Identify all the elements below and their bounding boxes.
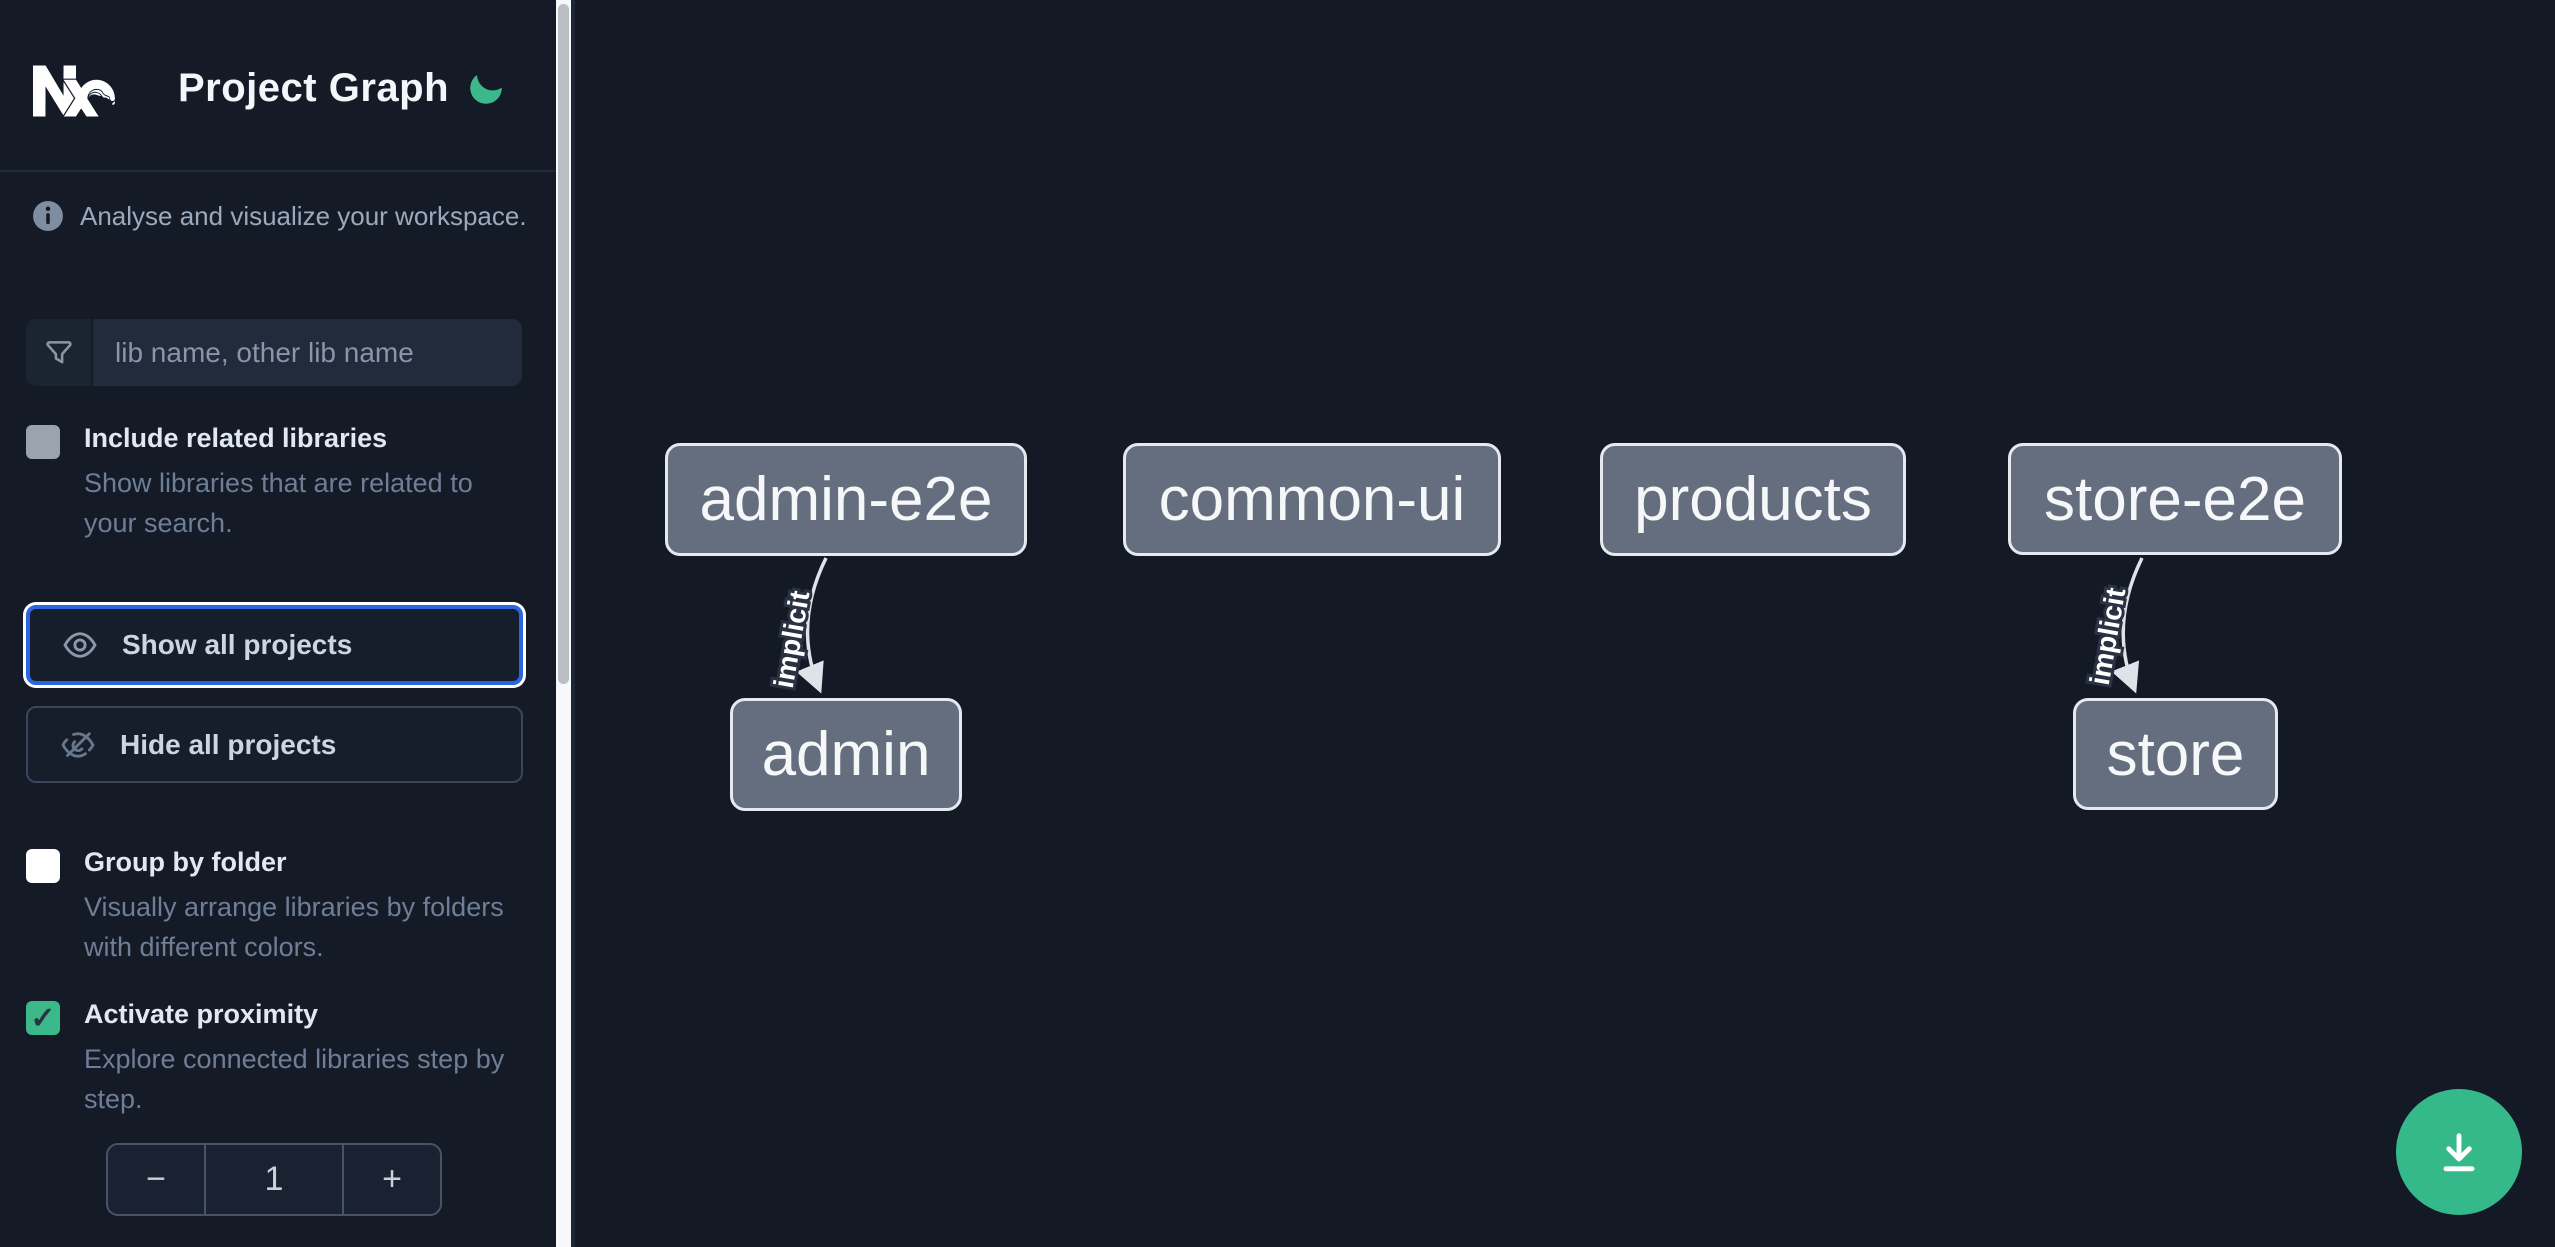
- info-icon: [33, 201, 63, 231]
- graph-node-admin-e2e[interactable]: admin-e2e: [665, 443, 1027, 556]
- download-icon: [2443, 1133, 2475, 1172]
- group-by-folder-checkbox[interactable]: [26, 849, 60, 883]
- graph-node-admin[interactable]: admin: [730, 698, 962, 811]
- toggle-label[interactable]: Activate proximity: [84, 999, 319, 1029]
- info-text: Analyse and visualize your workspace.: [80, 201, 527, 231]
- eye-icon: [63, 632, 97, 658]
- depth-value: 1: [264, 1160, 284, 1198]
- toggle-include-related-libraries: Include related libraries Show libraries…: [26, 421, 526, 543]
- page-title: Project Graph: [178, 66, 450, 110]
- toggle-label[interactable]: Include related libraries: [84, 423, 388, 453]
- eye-off-icon: [61, 731, 95, 758]
- toggle-label[interactable]: Group by folder: [84, 847, 287, 877]
- toggle-group-by-folder: Group by folder Visually arrange librari…: [26, 845, 526, 967]
- toggle-description: Explore connected libraries step by step…: [84, 1044, 505, 1114]
- workspace-info: Analyse and visualize your workspace.: [30, 198, 530, 234]
- search-bar: [26, 319, 522, 386]
- decrement-button[interactable]: −: [108, 1145, 206, 1214]
- proximity-depth-stepper: − 1 +: [106, 1143, 442, 1216]
- download-graph-button[interactable]: [2396, 1089, 2522, 1215]
- sidebar-scrollbar-track[interactable]: [556, 0, 571, 1247]
- hide-all-projects-button[interactable]: Hide all projects: [26, 706, 523, 783]
- project-graph-canvas[interactable]: [571, 0, 2555, 1247]
- include-related-checkbox[interactable]: [26, 425, 60, 459]
- graph-node-products[interactable]: products: [1600, 443, 1906, 556]
- increment-button[interactable]: +: [342, 1145, 440, 1214]
- toggle-activate-proximity: ✓ Activate proximity Explore connected l…: [26, 997, 526, 1119]
- sidebar-scrollbar-thumb[interactable]: [558, 4, 569, 684]
- graph-node-store[interactable]: store: [2073, 698, 2278, 810]
- activate-proximity-checkbox[interactable]: ✓: [26, 1001, 60, 1035]
- header-divider: [0, 170, 556, 172]
- sidebar: Project Graph Analyse and visualize your…: [0, 0, 556, 1247]
- sidebar-header: Project Graph: [0, 0, 556, 171]
- show-all-projects-button[interactable]: Show all projects: [26, 605, 523, 685]
- button-label: Hide all projects: [120, 728, 337, 760]
- button-label: Show all projects: [122, 629, 353, 660]
- graph-node-common-ui[interactable]: common-ui: [1123, 443, 1501, 556]
- toggle-description: Visually arrange libraries by folders wi…: [84, 892, 504, 962]
- graph-node-store-e2e[interactable]: store-e2e: [2008, 443, 2342, 555]
- toggle-description: Show libraries that are related to your …: [84, 468, 473, 538]
- nx-logo: [33, 65, 116, 117]
- checkmark-icon: ✓: [30, 1001, 56, 1035]
- funnel-icon: [26, 319, 93, 386]
- search-input[interactable]: [93, 319, 522, 386]
- moon-icon[interactable]: [463, 68, 507, 112]
